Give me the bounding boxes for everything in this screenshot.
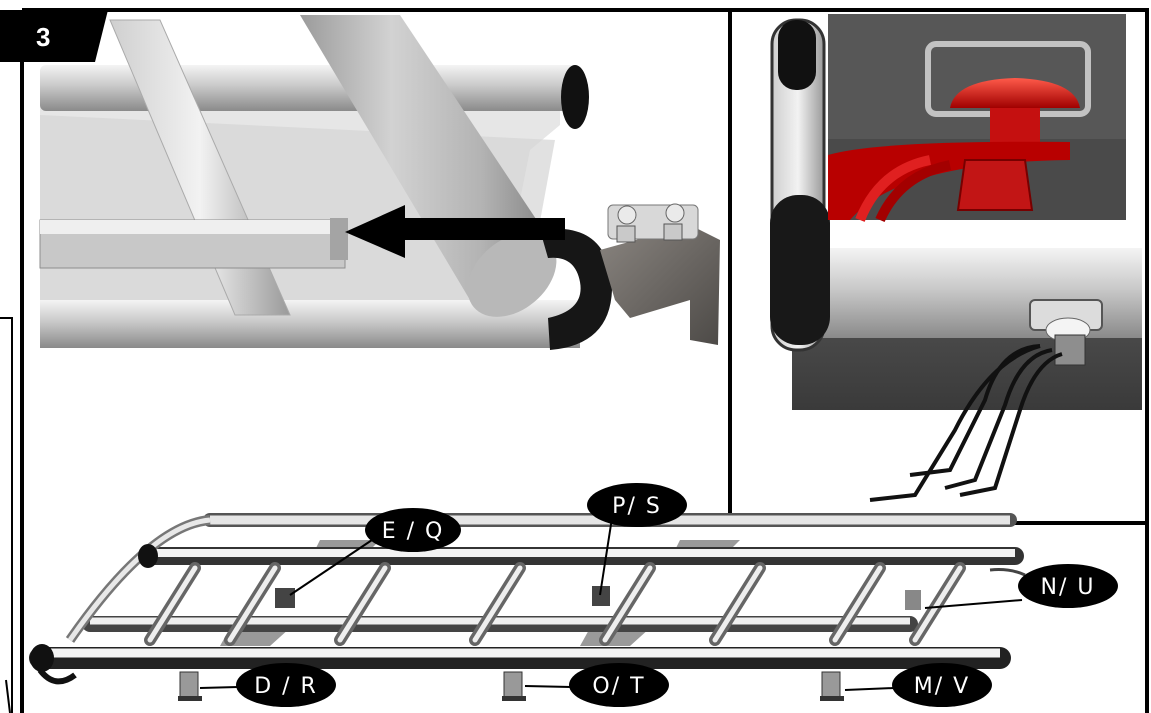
callout-o-t-text: O/ T	[592, 674, 645, 699]
step-number: 3	[36, 22, 50, 52]
crossbars	[144, 562, 966, 646]
callout-d-r: D / R	[236, 663, 336, 707]
arrow-left-icon	[345, 205, 565, 258]
callout-o-t: O/ T	[569, 663, 669, 707]
callout-n-u-text: N/ U	[1041, 575, 1096, 600]
bolt-zoom-detail	[828, 14, 1126, 223]
callout-e-q: E / Q	[365, 508, 461, 552]
left-edge-lines	[0, 317, 13, 713]
mounting-bracket	[600, 203, 720, 345]
leader-lines	[199, 517, 1023, 691]
callout-n-u: N/ U	[1018, 564, 1118, 608]
callout-m-v-text: M/ V	[914, 674, 970, 699]
callout-e-q-text: E / Q	[382, 519, 445, 544]
step-badge: 3	[0, 10, 108, 62]
callout-d-r-text: D / R	[254, 674, 318, 699]
callout-p-s-text: P/ S	[612, 494, 662, 519]
callout-p-s: P/ S	[587, 483, 687, 527]
inset-panel	[728, 8, 1149, 525]
roof-rack-assembly	[29, 513, 1026, 701]
hook-wires	[869, 344, 1063, 502]
callout-m-v: M/ V	[892, 663, 992, 707]
